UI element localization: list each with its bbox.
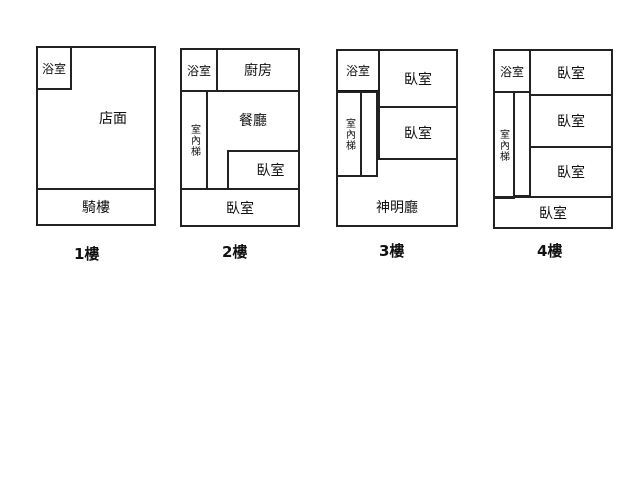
floor-2-label: 2樓	[222, 243, 248, 261]
floor-4-bedroom-a: 臥室	[529, 49, 613, 96]
floor-4-bedroom-d: 臥室	[493, 196, 613, 229]
floor-4-bedroom-c: 臥室	[529, 146, 613, 198]
floor-3-label: 3樓	[379, 242, 405, 260]
floor-2-bath: 浴室	[180, 48, 218, 92]
floor-4-label: 4樓	[537, 242, 563, 260]
floor-2-kitchen: 廚房	[216, 48, 300, 92]
floor-1-arcade: 騎樓	[36, 188, 156, 226]
floor-3-stairs-rail	[360, 91, 378, 177]
floor-2-bedroom-a: 臥室	[227, 150, 300, 190]
floor-3-shrine: 神明廳	[336, 175, 458, 227]
floor-2-bedroom-b: 臥室	[180, 188, 300, 227]
floor-2-stairs: 室內梯	[180, 90, 208, 190]
floor-3-bedroom-b: 臥室	[378, 106, 458, 160]
floor-3-stairs: 室內梯	[336, 91, 362, 177]
floor-3-bath: 浴室	[336, 49, 380, 93]
floor-4-stairs: 室內梯	[493, 91, 515, 199]
floor-2-dining: 餐廳	[239, 113, 267, 129]
floor-1-shop: 店面	[99, 111, 127, 127]
floor-4-bath: 浴室	[493, 49, 531, 93]
floor-1-bath: 浴室	[36, 46, 72, 90]
floor-1-label: 1樓	[74, 245, 100, 263]
floor-3-bedroom-a: 臥室	[378, 49, 458, 108]
floor-4-bedroom-b: 臥室	[529, 94, 613, 148]
